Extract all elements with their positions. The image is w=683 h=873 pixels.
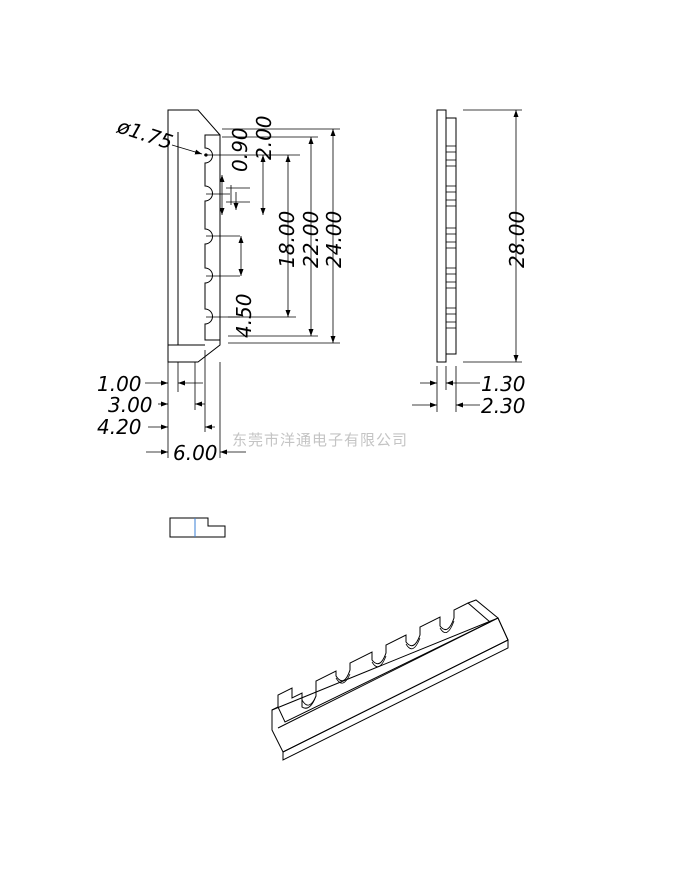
isometric-view: [271, 599, 509, 761]
section-symbol: [169, 517, 226, 538]
slot-profile: [204, 134, 220, 341]
dim-18-00: 18.00: [275, 211, 299, 268]
front-view: ø1.75 0.90 2.00 18.00 22.00 24.00 4.50 1…: [97, 109, 346, 465]
dim-2-30: 2.30: [481, 394, 526, 418]
dim-1-00: 1.00: [97, 372, 142, 396]
front-inner-wall: [177, 132, 205, 346]
dim-2-00: 2.00: [252, 115, 276, 160]
dim-4-50: 4.50: [232, 293, 256, 338]
side-flange: [445, 117, 457, 355]
iso-slotted-wall: [277, 602, 491, 723]
dim-24-00: 24.00: [322, 211, 346, 268]
large-dim-lines: [222, 128, 340, 344]
side-view: 28.00 1.30 2.30: [412, 109, 529, 418]
hole-centre-dot: [204, 153, 208, 157]
dim-0-90: 0.90: [228, 127, 252, 172]
company-watermark: 东莞市洋通电子有限公司: [232, 431, 408, 449]
dim-6-00: 6.00: [173, 441, 218, 465]
dim-3-00: 3.00: [108, 393, 153, 417]
hole-leader: [171, 144, 203, 155]
iso-hole-rims: [301, 620, 455, 706]
dim-22-00: 22.00: [299, 211, 323, 268]
side-dim-lines: [412, 109, 522, 412]
hole-diameter-label: ø1.75: [114, 114, 176, 155]
dim-4-20: 4.20: [97, 415, 142, 439]
horizontal-dim-extensions: [145, 350, 246, 458]
dim-28-00: 28.00: [505, 211, 529, 268]
side-body: [436, 109, 447, 363]
side-hole-marks: [446, 145, 456, 329]
dim-1-30: 1.30: [481, 372, 526, 396]
